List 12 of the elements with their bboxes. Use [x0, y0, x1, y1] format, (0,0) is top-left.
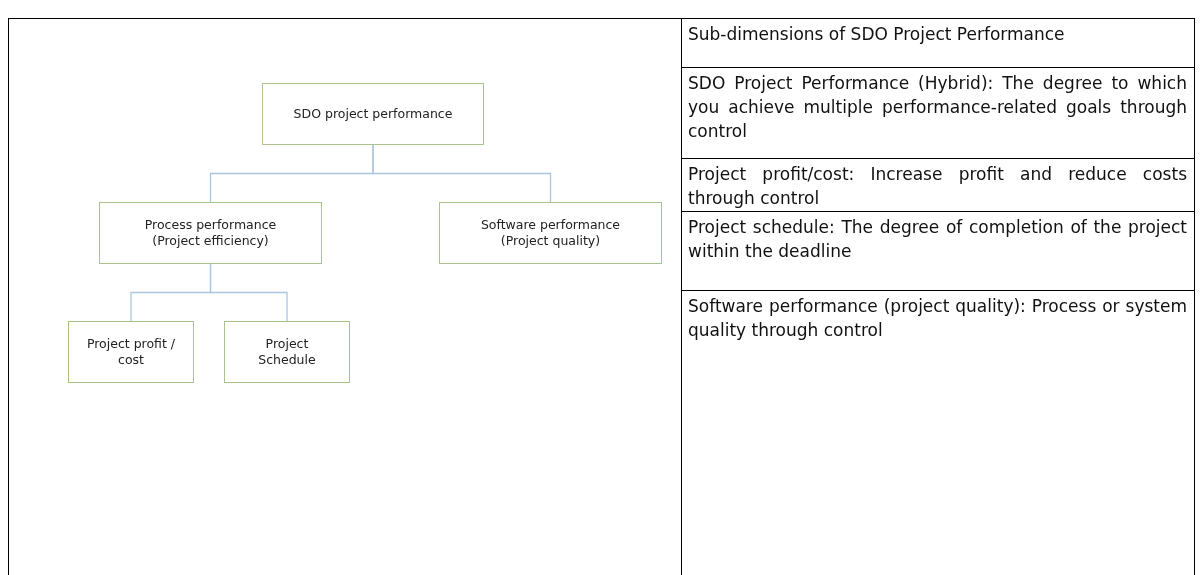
table-text: Software performance (project quality): Process or system quality through control — [688, 295, 1187, 342]
category-box: Software performance (Project quality) — [439, 202, 662, 264]
table-text: Project schedule: The degree of completion of the project within the deadline — [688, 216, 1187, 263]
connector-line — [372, 144, 552, 203]
table-header: Sub-dimensions of SDO Project Performance — [688, 23, 1066, 46]
table-text: SDO Project Performance (Hybrid): The degree to which you achieve multiple performance-related goals through control — [688, 72, 1187, 143]
connector-line — [209, 263, 288, 322]
table-text: Project profit/cost: Increase profit and reduce costs through control — [688, 163, 1187, 210]
category-box: Process performance (Project efficiency) — [99, 202, 322, 264]
leaf-box: Project profit / cost — [68, 321, 194, 383]
leaf-box: Project Schedule — [224, 321, 350, 383]
root-box: SDO project performance — [262, 83, 484, 145]
